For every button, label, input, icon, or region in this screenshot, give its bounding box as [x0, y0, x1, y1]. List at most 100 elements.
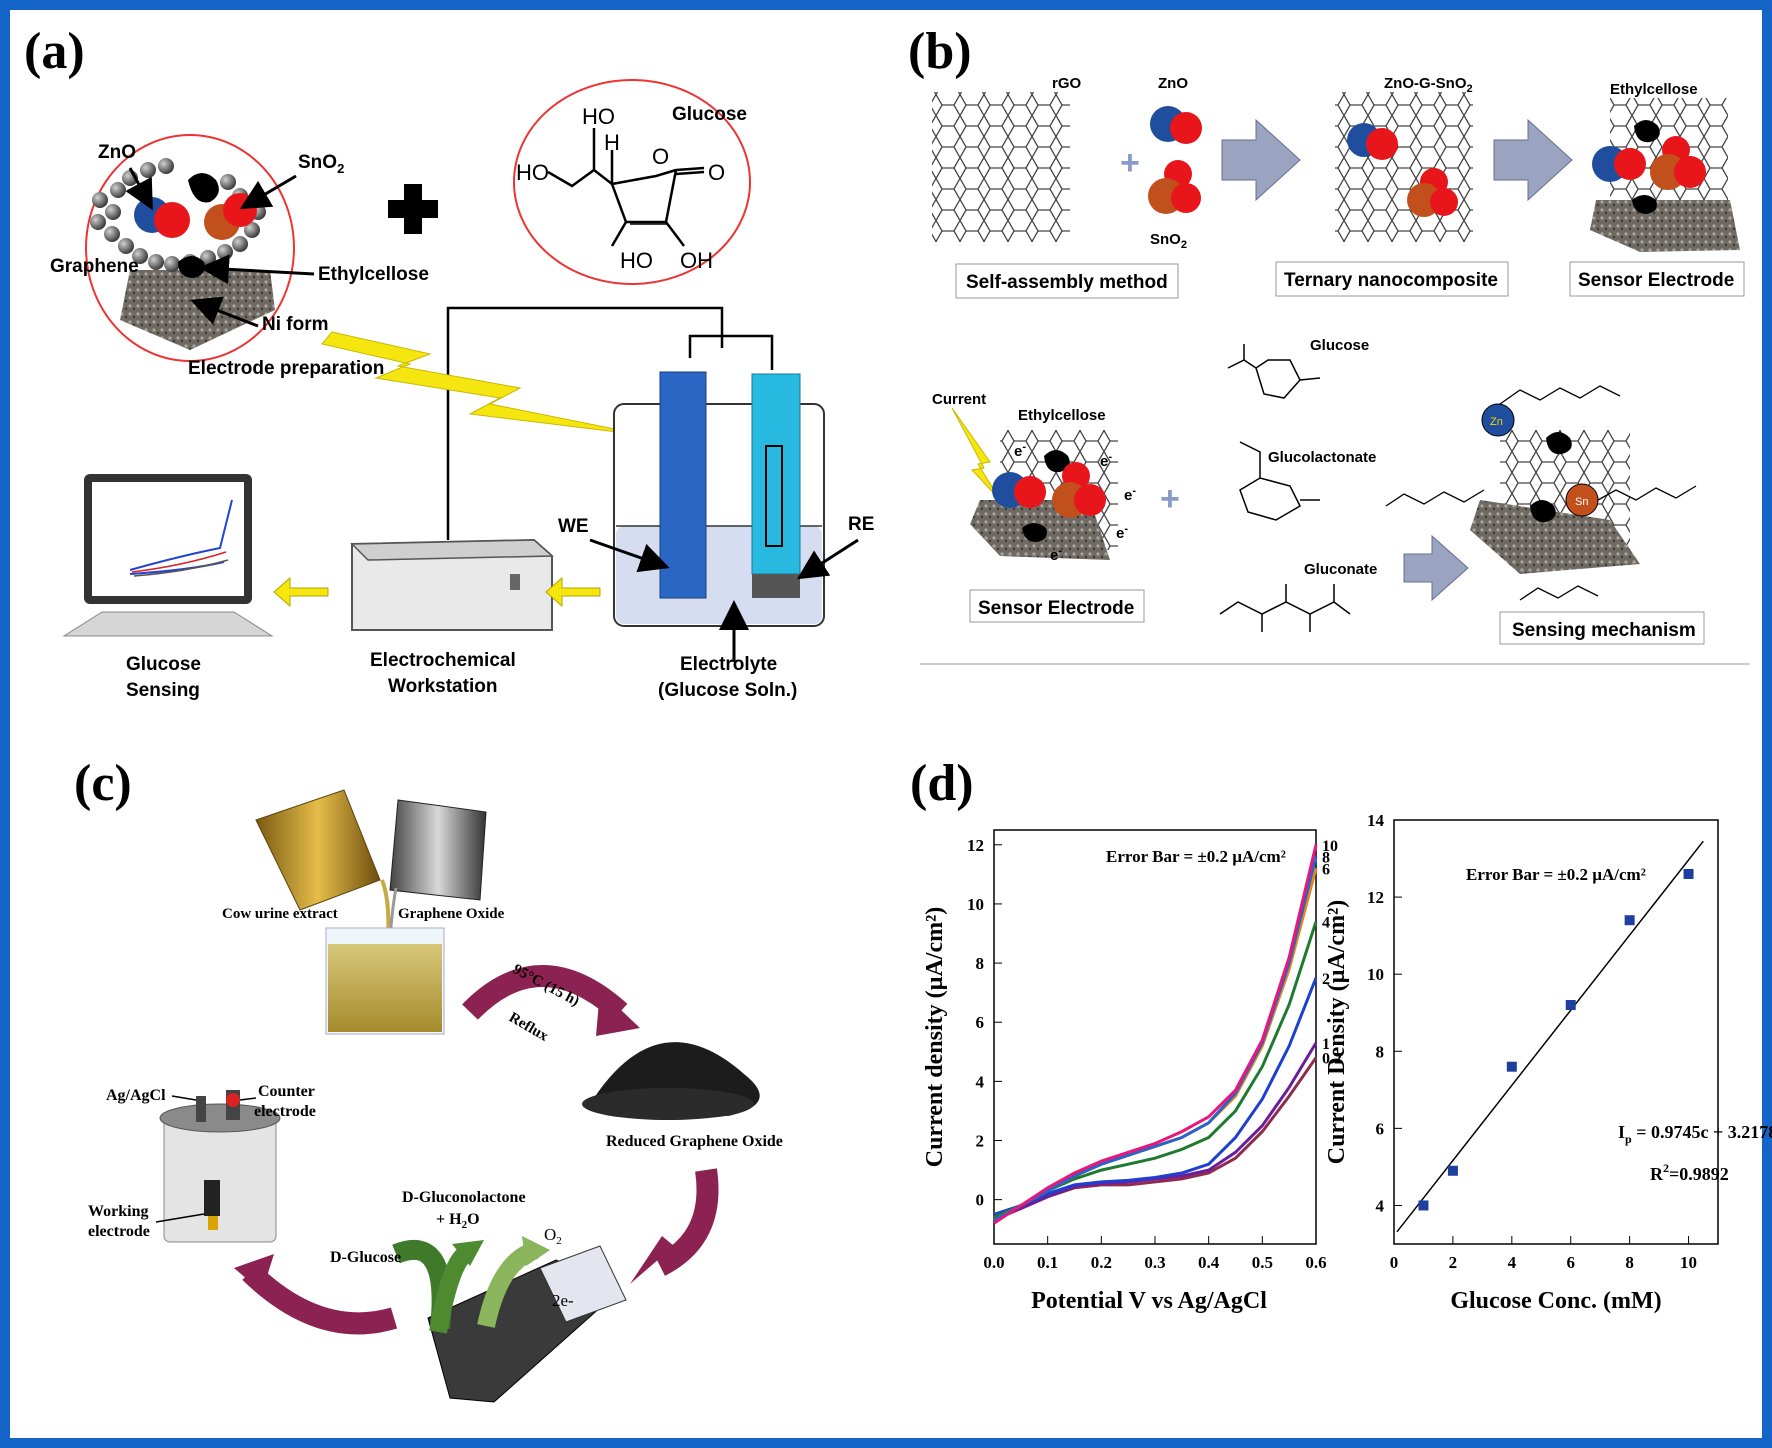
working-label-2: electrode — [88, 1223, 150, 1240]
glucolactonate-structure — [1239, 441, 1320, 521]
current-label: Current — [932, 391, 986, 408]
two-e-label: 2e- — [552, 1291, 574, 1310]
electron-3: e- — [1124, 485, 1136, 504]
panel-a: (a) ZnO SnO2 Graphene Ethylcellose Ni — [24, 23, 874, 701]
glucose-sensing-label-1: Glucose — [126, 654, 201, 675]
plus-icon — [388, 184, 438, 234]
cal-data-point — [1447, 1165, 1458, 1176]
cv-x-tick-label: 0.3 — [1144, 1253, 1165, 1272]
box-mechanism-label: Sensing mechanism — [1512, 620, 1696, 641]
cal-x-tick-label: 10 — [1680, 1253, 1697, 1272]
glucose-small-label: Glucose — [1310, 337, 1369, 354]
box-self-assembly-label: Self-assembly method — [966, 272, 1168, 293]
counter-label-1: Counter — [258, 1083, 315, 1100]
arrow-b-1 — [1221, 118, 1301, 202]
laptop-icon — [62, 474, 274, 637]
cal-x-tick-label: 2 — [1449, 1253, 1458, 1272]
glucolactonate-label: Glucolactonate — [1268, 449, 1376, 466]
gluconate-label: Gluconate — [1304, 561, 1377, 578]
gluconate-chains — [1385, 385, 1697, 601]
cv-series-line — [993, 868, 1318, 1222]
sno2-label: SnO2 — [298, 152, 344, 176]
arrow-to-cell — [234, 1254, 274, 1292]
ni-form-label: Ni form — [262, 314, 329, 335]
electron-2: e- — [1100, 451, 1112, 470]
glucose-ho-left: HO — [516, 160, 549, 185]
cv-x-axis-label: Potential V vs Ag/AgCl — [1031, 1288, 1267, 1314]
cv-series-label: 8 — [1322, 850, 1330, 867]
cv-annotation: Error Bar = ±0.2 µA/cm² — [1106, 847, 1286, 866]
workstation-label-1: Electrochemical — [370, 650, 516, 671]
cal-data-point — [1624, 915, 1635, 926]
electrode-prep-label: Electrode preparation — [188, 358, 384, 379]
glucose-oh: OH — [680, 248, 713, 273]
glucose-ho-bottom: HO — [620, 248, 653, 273]
agcl-label: Ag/AgCl — [106, 1087, 166, 1104]
cv-y-tick-label: 0 — [976, 1191, 985, 1210]
wire-we — [446, 306, 724, 540]
we-label: WE — [558, 516, 589, 537]
sn-ion-label: Sn — [1575, 496, 1588, 508]
cal-data-point — [1418, 1200, 1429, 1211]
box-mechanism — [1499, 611, 1705, 645]
panel-b-label: (b) — [908, 23, 972, 80]
glucose-o-keto: O — [708, 160, 725, 185]
cv-series-line — [993, 844, 1318, 1225]
glucose-sensing-label-2: Sensing — [126, 680, 200, 701]
electron-5: e- — [1050, 545, 1062, 564]
cal-data-point — [1506, 1061, 1517, 1072]
arrow-b-3 — [1403, 534, 1469, 602]
glucose-title: Glucose — [672, 104, 747, 125]
cv-x-tick-label: 0.6 — [1305, 1253, 1326, 1272]
ethylcellose-blob-2 — [178, 256, 205, 278]
cv-x-tick-label: 0.2 — [1091, 1253, 1112, 1272]
cal-y-tick-label: 10 — [1367, 965, 1384, 984]
d-glucose-label: D-Glucose — [330, 1249, 401, 1266]
glucose-h: H — [604, 130, 620, 155]
cow-urine-cup — [255, 789, 381, 911]
cv-y-tick-label: 10 — [967, 895, 984, 914]
reference-frit — [752, 574, 800, 598]
cv-series-label: 10 — [1322, 838, 1338, 855]
cv-series-label: 0.2 — [1322, 1051, 1342, 1068]
glucose-circle — [513, 79, 751, 285]
o2-label: O2 — [544, 1225, 562, 1247]
working-electrode — [659, 371, 707, 599]
cv-x-tick-label: 0.1 — [1037, 1253, 1058, 1272]
cv-y-tick-label: 6 — [976, 1013, 985, 1032]
reference-electrode — [751, 373, 801, 575]
panel-c: (c) Cow urine extract Graphene Oxide 95°… — [74, 755, 783, 1403]
panel-d-label: (d) — [910, 755, 974, 812]
box-sensor-top — [1569, 261, 1745, 297]
electrolyte-label-2: (Glucose Soln.) — [658, 680, 797, 701]
cv-y-tick-label: 2 — [976, 1132, 985, 1151]
panel-a-label: (a) — [24, 23, 85, 80]
rgo-sheet — [932, 92, 1070, 242]
electron-4: e- — [1116, 523, 1128, 542]
graphene-oxide-label: Graphene Oxide — [398, 906, 505, 922]
cv-y-tick-label: 12 — [967, 836, 984, 855]
workstation-label-2: Workstation — [388, 676, 497, 697]
cal-r2: R2=0.9892 — [1650, 1161, 1729, 1184]
re-label: RE — [848, 514, 874, 535]
glucose-small-structure — [1227, 344, 1321, 399]
reflux-label: Reflux — [506, 1010, 551, 1045]
box-sensor-bottom-label: Sensor Electrode — [978, 598, 1134, 619]
panel-b: (b) rGO + ZnO SnO2 ZnO-G-SnO2 Ethylcello… — [908, 23, 1750, 665]
rgo-label-c: Reduced Graphene Oxide — [606, 1133, 783, 1150]
cv-x-tick-label: 0.5 — [1252, 1253, 1273, 1272]
beaker-liquid — [328, 944, 442, 1032]
cv-series-label: 2 — [1322, 971, 1330, 988]
yellow-arrow-workstation — [273, 576, 329, 608]
cv-series-label: 6 — [1322, 861, 1330, 878]
cal-annotation: Error Bar = ±0.2 µA/cm² — [1466, 865, 1646, 884]
zno-o-sphere — [154, 202, 190, 238]
zno-label-b: ZnO — [1158, 75, 1188, 92]
box-sensor-top-label: Sensor Electrode — [1578, 270, 1734, 291]
box-ternary-label: Ternary nanocomposite — [1284, 270, 1498, 291]
